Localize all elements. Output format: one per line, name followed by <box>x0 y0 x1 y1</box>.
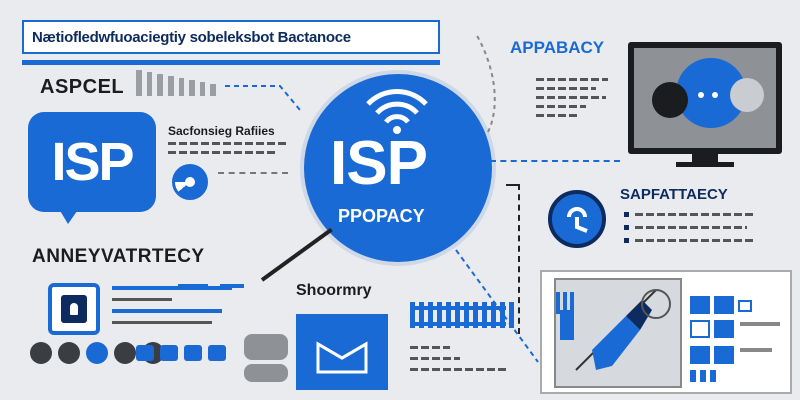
chip-row <box>136 345 226 361</box>
right-text-block <box>536 78 610 117</box>
bar-graphic <box>136 68 216 96</box>
left-heading-mid: ANNEYVATRTECY <box>32 246 205 267</box>
connector-tick <box>506 184 520 186</box>
monitor-base <box>676 162 734 167</box>
top-banner: Nætiofledwfuoaciegtiy sobeleksbot Bactan… <box>22 20 440 54</box>
card-bars <box>556 292 574 314</box>
left-heading-top: ASPCEL <box>40 76 125 98</box>
right-bullets <box>624 212 756 243</box>
lock-text-block <box>112 286 242 324</box>
bottom-text-block <box>410 346 520 371</box>
fence-graphic <box>410 302 514 328</box>
banner-title: Nætiofledwfuoaciegtiy sobeleksbot Bactan… <box>32 28 351 46</box>
right-heading-top: APPABACY <box>510 38 605 57</box>
accent-line <box>178 284 208 288</box>
lock-icon <box>48 283 100 335</box>
tool-card-canvas <box>554 278 682 388</box>
pen-tool-icon <box>560 289 671 371</box>
isp-speech-bubble: ISP <box>28 112 156 212</box>
grey-block <box>244 334 288 360</box>
dashed-connector <box>225 85 301 111</box>
monitor-stand <box>692 154 718 164</box>
pointer-line <box>260 227 333 282</box>
fence-rail-2 <box>410 322 506 326</box>
grey-block-2 <box>244 364 288 382</box>
mail-icon <box>296 314 388 390</box>
right-heading-mid: SAPFATTAECY <box>620 186 728 203</box>
left-text-block <box>168 142 288 154</box>
lock-badge-icon <box>548 190 606 248</box>
connector-mid <box>490 160 620 162</box>
monitor-icon <box>628 42 782 154</box>
speech-bubble-tail <box>56 204 82 224</box>
fence-rail <box>410 306 506 310</box>
pie-chart-icon <box>172 164 208 200</box>
accent-line-2 <box>220 284 244 288</box>
people-row <box>30 342 164 364</box>
center-isp-label: ISP <box>330 129 428 198</box>
tile-grid <box>690 296 786 386</box>
left-side-heading: Sacfonsieg Rafiies <box>168 124 275 138</box>
divider <box>218 172 288 174</box>
wifi-icon <box>366 89 428 134</box>
isp-bubble-label: ISP <box>51 132 134 192</box>
center-caption: Shoormry <box>296 282 372 299</box>
connector-top-right <box>475 33 496 133</box>
connector-vertical <box>518 184 520 334</box>
banner-underline <box>22 60 440 65</box>
center-sub-label: PPOPACY <box>338 206 425 226</box>
